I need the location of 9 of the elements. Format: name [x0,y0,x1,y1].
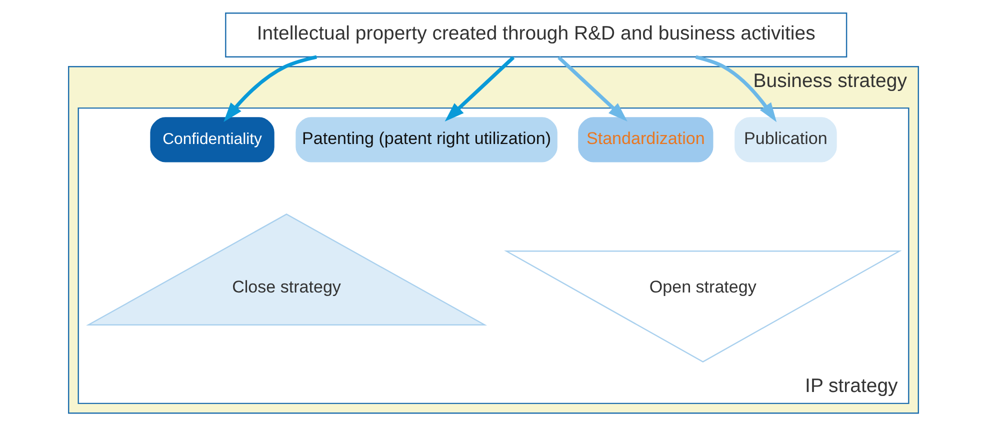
node-box: Publication [734,117,836,162]
node-box: Patenting (patent right utilization) [295,117,557,162]
node-box: Confidentiality [150,117,274,162]
arrow [223,55,316,122]
arrow [444,56,514,122]
node-box: Standardization [578,117,713,162]
node-box: Intellectual property created through R&D and business activities [224,12,847,58]
arrow [557,56,627,122]
arrow [694,55,776,122]
